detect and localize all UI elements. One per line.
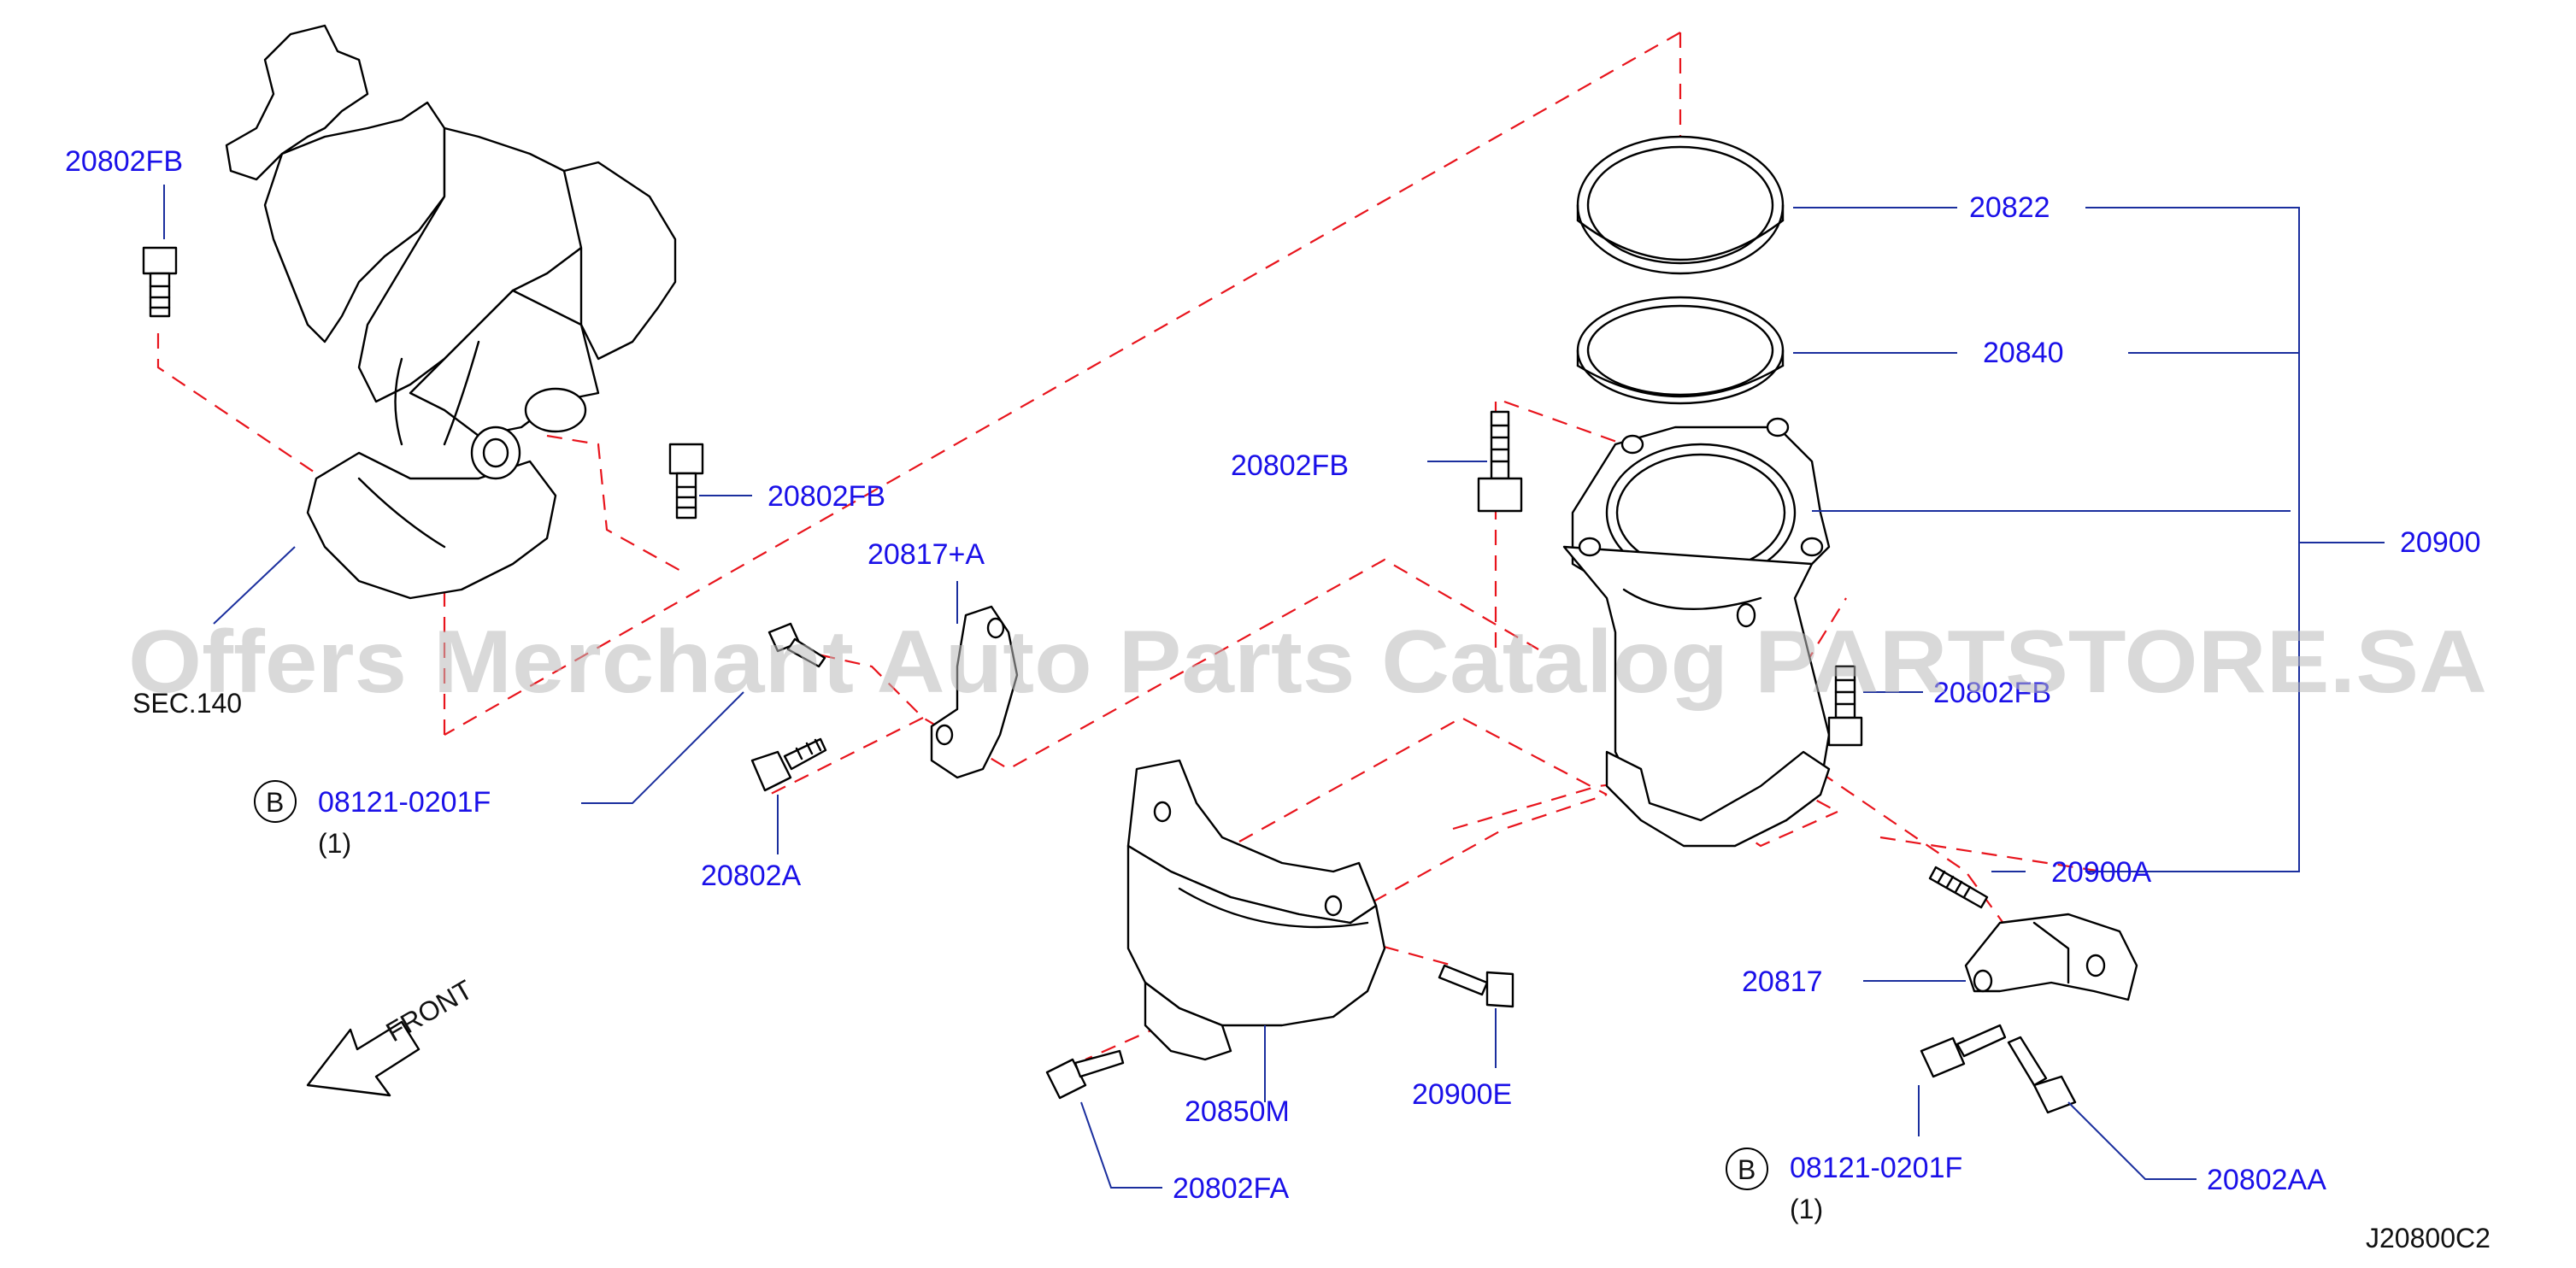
exhaust-manifold [225,24,677,600]
bolt-20802fb-mid [668,443,704,520]
bolt-08121-right [1920,1024,2007,1078]
callout-08121-right[interactable]: 08121-0201F [1790,1152,1962,1184]
diagram-code: J20800C2 [2366,1223,2491,1253]
bolt-20802fa [1045,1049,1125,1100]
callout-labels: 20802FB 20802FB 20817+A SEC.140 B 08121-… [65,145,2491,1253]
qty-right: (1) [1790,1194,1823,1224]
callout-20817a[interactable]: 20817+A [867,538,985,571]
callout-20822[interactable]: 20822 [1969,191,2050,224]
callout-20900e[interactable]: 20900E [1412,1078,1512,1111]
bolt-20802fb-top [142,246,178,318]
ring-20840 [1576,296,1785,405]
callout-20802fb-top[interactable]: 20802FB [65,145,183,178]
bolt-20802fb-lower [1827,665,1863,747]
bolt-20802fb-right [1477,410,1523,513]
bolt-20802aa [2007,1036,2077,1114]
catalytic-converter-20900 [1562,417,1831,848]
bracket-20817 [1964,913,2138,1001]
qty-left: (1) [318,828,351,859]
callout-20840[interactable]: 20840 [1983,337,2064,369]
bolt-marker-right-label: B [1738,1154,1756,1185]
section-ref: SEC.140 [132,688,242,719]
bolt-20900e [1438,964,1514,1008]
callout-08121-left[interactable]: 08121-0201F [318,786,491,819]
bracket-20817a [930,605,1019,779]
heat-shield-20850m [1126,759,1386,1061]
bolt-08121-left [768,622,826,668]
callout-20802fb-lower[interactable]: 20802FB [1933,677,2051,709]
stud-20900a [1928,866,1989,909]
callout-20900a[interactable]: 20900A [2051,856,2152,889]
callout-20802aa[interactable]: 20802AA [2207,1164,2326,1196]
watermark: Offers Merchant Auto Parts Catalog PARTS… [128,613,2487,712]
callout-20802fb-right[interactable]: 20802FB [1231,449,1349,482]
callout-20900[interactable]: 20900 [2400,526,2481,559]
bolt-marker-left [254,780,297,823]
bolt-marker-left-label: B [266,787,284,818]
leader-lines [163,185,2385,1189]
assembly-dashed-lines [156,32,2103,1061]
callout-20817[interactable]: 20817 [1742,966,1823,998]
callout-20802a[interactable]: 20802A [701,860,802,892]
front-label: FRONT [381,974,478,1048]
bolt-marker-right [1726,1148,1768,1190]
ring-20822 [1576,135,1785,275]
front-arrow: FRONT [306,974,478,1097]
callout-20850m[interactable]: 20850M [1185,1095,1290,1128]
callout-20802fb-mid[interactable]: 20802FB [768,480,885,513]
bolt-20802a [750,737,827,792]
callout-20802fa[interactable]: 20802FA [1173,1172,1289,1205]
